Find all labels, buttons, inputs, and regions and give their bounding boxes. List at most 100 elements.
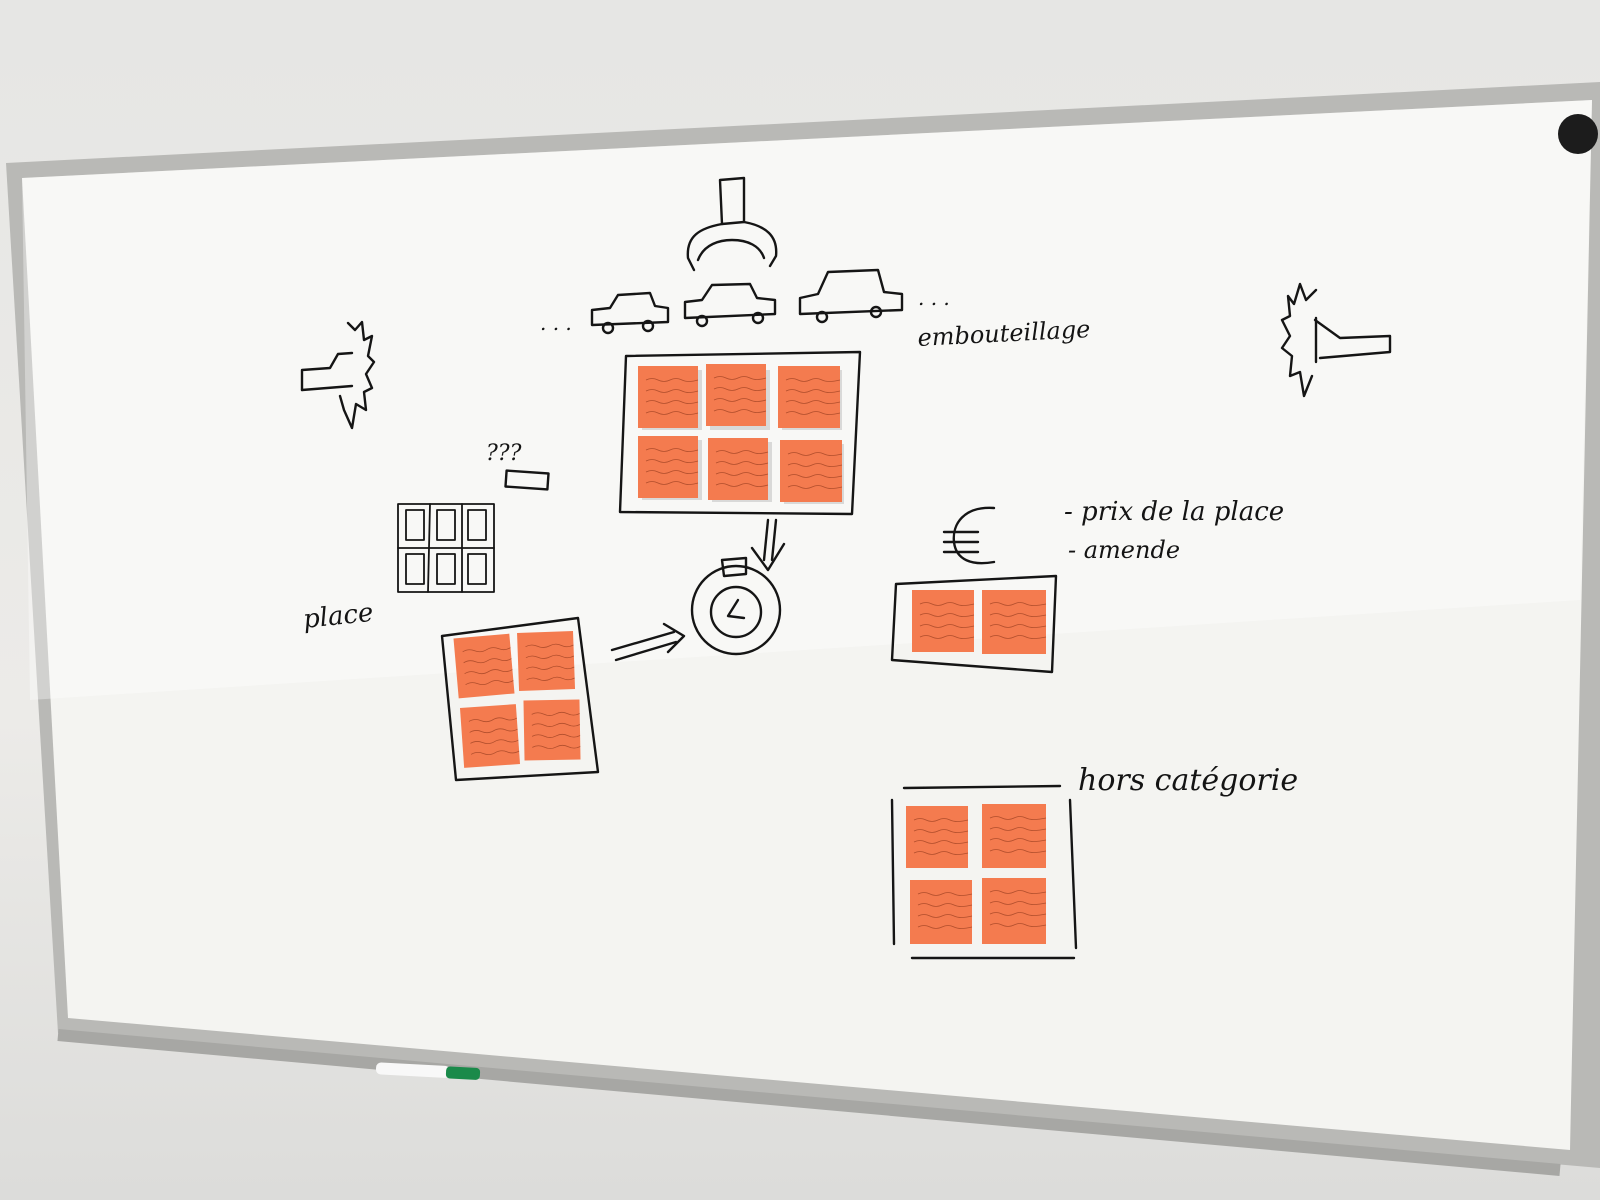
note-handwriting xyxy=(917,914,973,918)
note-handwriting xyxy=(645,400,699,404)
note-handwriting xyxy=(919,635,975,639)
note-handwriting xyxy=(913,840,969,844)
note-handwriting xyxy=(645,378,699,382)
note-handwriting xyxy=(645,470,699,474)
note-handwriting xyxy=(989,613,1047,617)
note-handwriting xyxy=(989,635,1047,639)
marker-cap xyxy=(445,1066,481,1080)
traffic-drawing: . . . . . . xyxy=(540,176,950,335)
euro-icon xyxy=(942,506,996,565)
note-handwriting xyxy=(526,665,575,670)
note-handwriting xyxy=(715,483,769,487)
note-handwriting xyxy=(715,450,769,454)
board-magnet xyxy=(1558,114,1598,154)
down-arrow-icon xyxy=(750,518,786,572)
sticky-note xyxy=(982,878,1046,944)
sticky-note xyxy=(912,590,974,652)
note-scribbles xyxy=(462,376,1047,929)
ellipsis-right: . . . xyxy=(918,286,950,310)
note-handwriting xyxy=(715,472,769,476)
note-handwriting xyxy=(917,925,973,929)
label-place: place xyxy=(302,598,375,635)
note-handwriting xyxy=(989,849,1047,853)
note-handwriting xyxy=(713,398,767,402)
note-handwriting xyxy=(470,739,519,745)
note-handwriting xyxy=(645,411,699,415)
whiteboard-surface xyxy=(22,100,1592,1150)
note-handwriting xyxy=(465,680,514,686)
note-handwriting xyxy=(532,744,581,749)
note-handwriting xyxy=(462,647,511,653)
note-handwriting xyxy=(787,485,843,489)
note-handwriting xyxy=(531,722,581,727)
sticky-note xyxy=(706,364,770,430)
sticky-note xyxy=(638,436,702,500)
car-icon xyxy=(683,282,777,328)
note-handwriting xyxy=(989,901,1047,905)
label-price-2: - amende xyxy=(1068,536,1180,564)
car-icon xyxy=(798,268,904,324)
note-handwriting xyxy=(525,654,575,659)
note-handwriting xyxy=(645,389,699,393)
sticky-note xyxy=(910,880,972,944)
note-handwriting xyxy=(715,461,769,465)
sticky-note xyxy=(708,438,772,502)
note-handwriting xyxy=(713,387,767,391)
small-box-icon xyxy=(504,469,550,491)
note-handwriting xyxy=(471,750,520,756)
parking-barrier-icon xyxy=(300,320,376,430)
note-handwriting xyxy=(468,717,518,723)
sticky-note xyxy=(982,804,1046,868)
label-price-1: - prix de la place xyxy=(1064,497,1284,527)
note-handwriting xyxy=(919,602,975,606)
note-handwriting xyxy=(525,643,574,648)
note-handwriting xyxy=(787,452,843,456)
left-note-cluster xyxy=(440,616,600,782)
marker-body xyxy=(375,1062,451,1078)
note-handwriting xyxy=(919,613,975,617)
sticky-note xyxy=(517,631,576,691)
note-handwriting xyxy=(463,658,512,664)
note-handwriting xyxy=(917,892,973,896)
note-handwriting xyxy=(785,400,841,404)
car-icon xyxy=(590,291,670,335)
note-handwriting xyxy=(645,481,699,485)
note-handwriting xyxy=(645,448,699,452)
note-handwriting xyxy=(469,728,518,734)
parking-barrier-icon xyxy=(1280,282,1392,398)
note-handwriting xyxy=(917,903,973,907)
sticky-note xyxy=(778,366,842,430)
note-handwriting xyxy=(785,378,841,382)
sticky-note xyxy=(982,590,1046,654)
euro-note-cluster xyxy=(890,574,1058,674)
sticky-note xyxy=(453,633,515,699)
claw-icon xyxy=(686,176,778,272)
note-handwriting xyxy=(713,376,767,380)
marker xyxy=(375,1062,481,1080)
sticky-note xyxy=(906,806,968,868)
note-handwriting xyxy=(989,827,1047,831)
whiteboard xyxy=(6,82,1600,1176)
sticky-note xyxy=(459,704,521,768)
note-handwriting xyxy=(785,411,841,415)
note-handwriting xyxy=(989,602,1047,606)
note-handwriting xyxy=(913,829,969,833)
note-handwriting xyxy=(989,838,1047,842)
parking-grid-icon xyxy=(397,503,495,593)
note-handwriting xyxy=(531,711,580,716)
note-handwriting xyxy=(787,463,843,467)
sticky-note xyxy=(523,699,581,761)
right-arrow-icon xyxy=(610,622,686,662)
note-handwriting xyxy=(989,816,1047,820)
note-handwriting xyxy=(989,624,1047,628)
note-handwriting xyxy=(913,818,969,822)
ellipsis-left: . . . xyxy=(540,311,572,335)
note-handwriting xyxy=(919,624,975,628)
note-handwriting xyxy=(989,923,1047,927)
label-off-category: hors catégorie xyxy=(1078,763,1298,798)
sticky-note xyxy=(638,366,702,430)
label-question: ??? xyxy=(486,441,522,466)
note-handwriting xyxy=(785,389,841,393)
note-handwriting xyxy=(645,459,699,463)
